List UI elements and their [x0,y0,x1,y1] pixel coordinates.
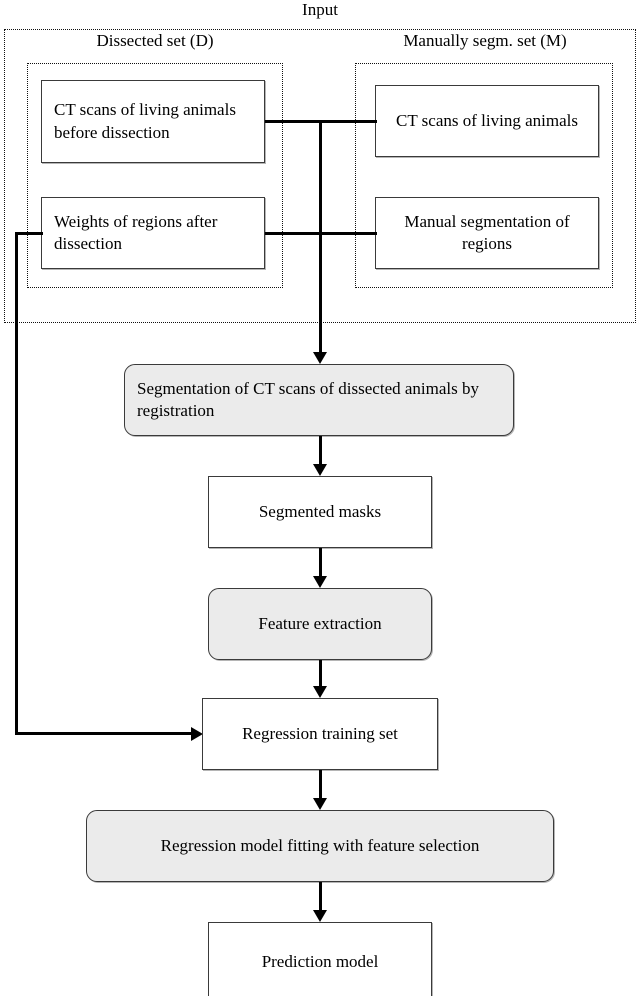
arrowhead-to-training-set [191,727,203,741]
connector-features-to-training [319,660,322,686]
node-feature-extraction[interactable]: Feature extraction [208,588,432,660]
arrowhead-to-fitting [313,798,327,810]
node-weights-of-regions[interactable]: Weights of regions after dissection [41,197,265,269]
connector-weights-left [15,232,43,235]
node-ct-scans-before-dissection[interactable]: CT scans of living animals before dissec… [41,80,265,163]
manual-set-label: Manually segm. set (M) [403,31,567,50]
node-segmented-masks[interactable]: Segmented masks [208,476,432,548]
node-manual-segmentation-of-regions[interactable]: Manual segmentation of regions [375,197,599,269]
node-ct-scans-of-living-animals[interactable]: CT scans of living animals [375,85,599,157]
arrowhead-to-features [313,576,327,588]
diagram-title: Input [302,0,338,19]
connector-fitting-to-prediction [319,882,322,910]
node-regression-training-set[interactable]: Regression training set [202,698,438,770]
arrowhead-to-masks [313,464,327,476]
node-segmentation-by-registration[interactable]: Segmentation of CT scans of dissected an… [124,364,514,436]
arrowhead-to-training [313,686,327,698]
connector-feedback-vertical [15,232,18,734]
dissected-set-label: Dissected set (D) [96,31,214,50]
connector-feedback-horizontal [15,732,193,735]
manual-set-container [355,63,613,288]
dissected-set-container [27,63,283,288]
arrowhead-to-segmentation [313,352,327,364]
connector-junction-vertical [319,120,322,360]
connector-masks-to-features [319,548,322,576]
connector-training-to-fitting [319,770,322,798]
arrowhead-to-prediction [313,910,327,922]
node-prediction-model[interactable]: Prediction model [208,922,432,996]
connector-segmentation-to-masks [319,436,322,464]
node-regression-model-fitting[interactable]: Regression model fitting with feature se… [86,810,554,882]
